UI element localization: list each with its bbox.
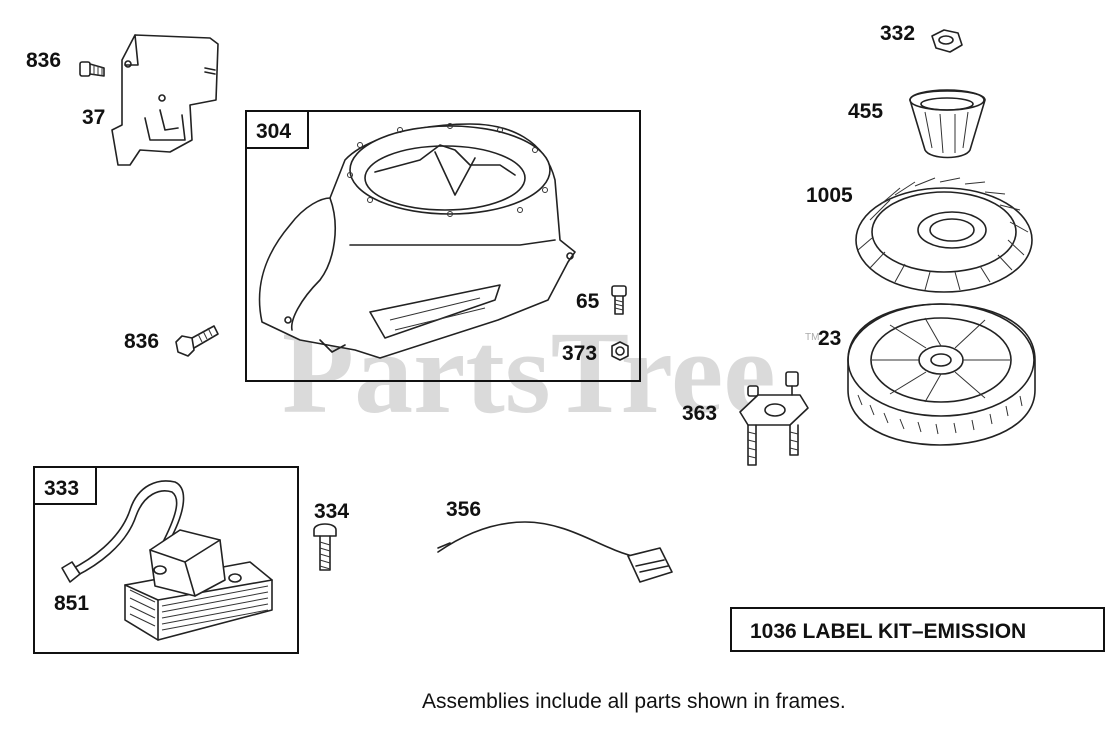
blower-housing-part[interactable]: [258, 123, 576, 359]
footnote: Assemblies include all parts shown in fr…: [422, 690, 846, 713]
bracket-37-part[interactable]: [111, 34, 219, 166]
callout-455: 455: [848, 100, 883, 123]
callout-23: 23: [818, 327, 841, 350]
screw-65-part[interactable]: [611, 285, 627, 315]
callout-332: 332: [880, 22, 915, 45]
frame-304: [245, 110, 641, 382]
nut-373-part[interactable]: [611, 341, 629, 361]
brake-363-part[interactable]: [739, 371, 809, 466]
frame-333-label-box: [33, 466, 97, 505]
callout-356: 356: [446, 498, 481, 521]
bolt-836-mid-part[interactable]: [175, 325, 219, 357]
callout-851: 851: [54, 592, 89, 615]
callout-334: 334: [314, 500, 349, 523]
frame-333-label: 333: [44, 477, 79, 500]
frame-304-label-box: [245, 110, 309, 149]
callout-836-mid: 836: [124, 330, 159, 353]
frame-304-label: 304: [256, 120, 291, 143]
callout-37: 37: [82, 106, 105, 129]
label-kit-box: [730, 607, 1105, 652]
nut-332-part[interactable]: [931, 29, 963, 53]
cup-455-part[interactable]: [909, 89, 986, 159]
callout-836-top: 836: [26, 49, 61, 72]
callout-65: 65: [576, 290, 600, 313]
frame-333: [33, 466, 299, 654]
ignition-coil-part[interactable]: [61, 480, 273, 641]
flywheel-23-part[interactable]: [847, 303, 1036, 446]
screw-334-part[interactable]: [313, 523, 337, 571]
callout-373: 373: [562, 342, 597, 365]
fan-1005-part[interactable]: [855, 177, 1033, 293]
bolt-836-top-part[interactable]: [79, 61, 105, 77]
watermark-tm: TM: [805, 332, 819, 343]
label-kit-text: 1036 LABEL KIT–EMISSION: [750, 620, 1026, 643]
callout-363: 363: [682, 402, 717, 425]
callout-1005: 1005: [806, 184, 853, 207]
wire-356-part[interactable]: [437, 521, 673, 583]
